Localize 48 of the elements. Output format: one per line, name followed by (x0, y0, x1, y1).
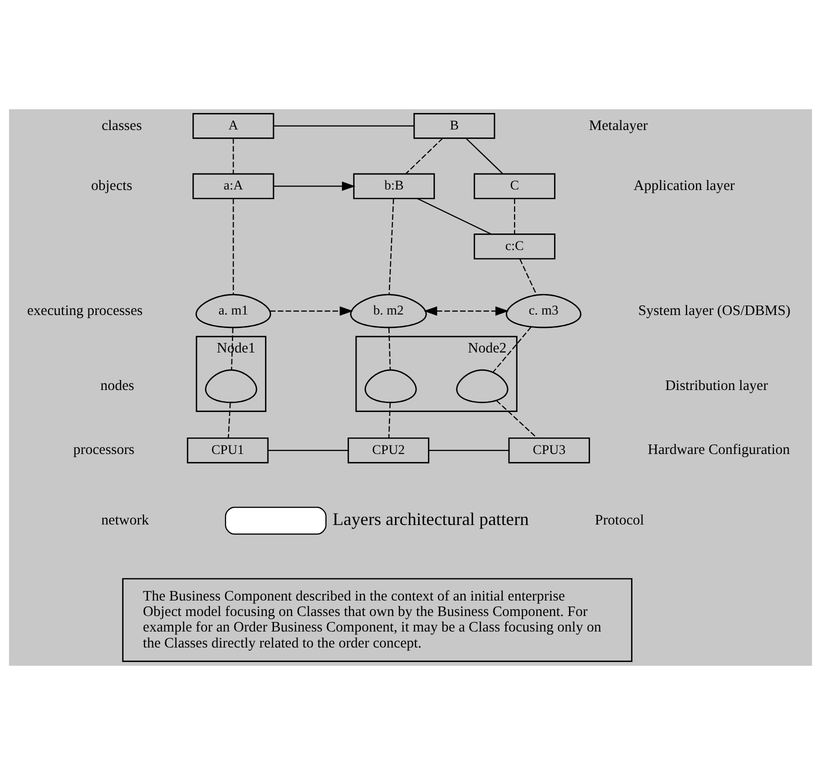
node-cloud (364, 369, 416, 404)
node-box: CPU1 (186, 437, 268, 464)
label: Distribution layer (664, 378, 768, 394)
arrow (273, 182, 355, 191)
cluster: Node2 (354, 336, 517, 412)
label: Application layer (633, 178, 734, 194)
label: System layer (OS/DBMS) (638, 302, 790, 319)
node-box: b:B (352, 173, 434, 200)
label: processors (72, 442, 134, 458)
arrow (270, 306, 353, 316)
node-box: The Business Component described in the context of an initial enterprise Object model focusing on Classes that own by the Business Component. For example for an Order Business Component, it may be a Class focusing only on the Classes directly related to the order concept. (122, 578, 632, 662)
connector (496, 400, 537, 438)
connector (416, 198, 491, 235)
label: Metalayer (588, 118, 648, 134)
label: network (100, 512, 148, 528)
connector (388, 402, 390, 438)
label: nodes (100, 378, 134, 394)
arrow (423, 306, 508, 316)
connector (230, 328, 233, 370)
node-box: A (192, 113, 274, 139)
connector (273, 125, 414, 126)
connector (405, 138, 443, 174)
node-box: CPU2 (347, 437, 429, 464)
label: classes (101, 118, 142, 134)
connector (232, 198, 234, 294)
node-cloud (204, 369, 257, 404)
node-cloud (456, 369, 508, 404)
connector (268, 450, 348, 451)
node-box: B (412, 113, 495, 139)
connector (518, 258, 537, 296)
connector (388, 328, 390, 370)
node-box: CPU3 (508, 437, 590, 464)
node-box: C (473, 173, 555, 200)
label: executing processes (26, 302, 142, 319)
label: Protocol (594, 512, 644, 528)
connector (465, 138, 502, 174)
node-box: a:A (192, 173, 274, 200)
connector (492, 326, 532, 373)
node-box: c:C (473, 234, 555, 260)
connector (514, 198, 515, 234)
label: Hardware Configuration (647, 442, 790, 458)
legend-label: Layers architectural pattern (332, 508, 528, 529)
connector (428, 450, 508, 451)
cluster: Node1 (195, 336, 266, 412)
connector (227, 402, 230, 438)
label: objects (90, 178, 132, 194)
connector (232, 138, 234, 174)
connector (388, 198, 394, 294)
